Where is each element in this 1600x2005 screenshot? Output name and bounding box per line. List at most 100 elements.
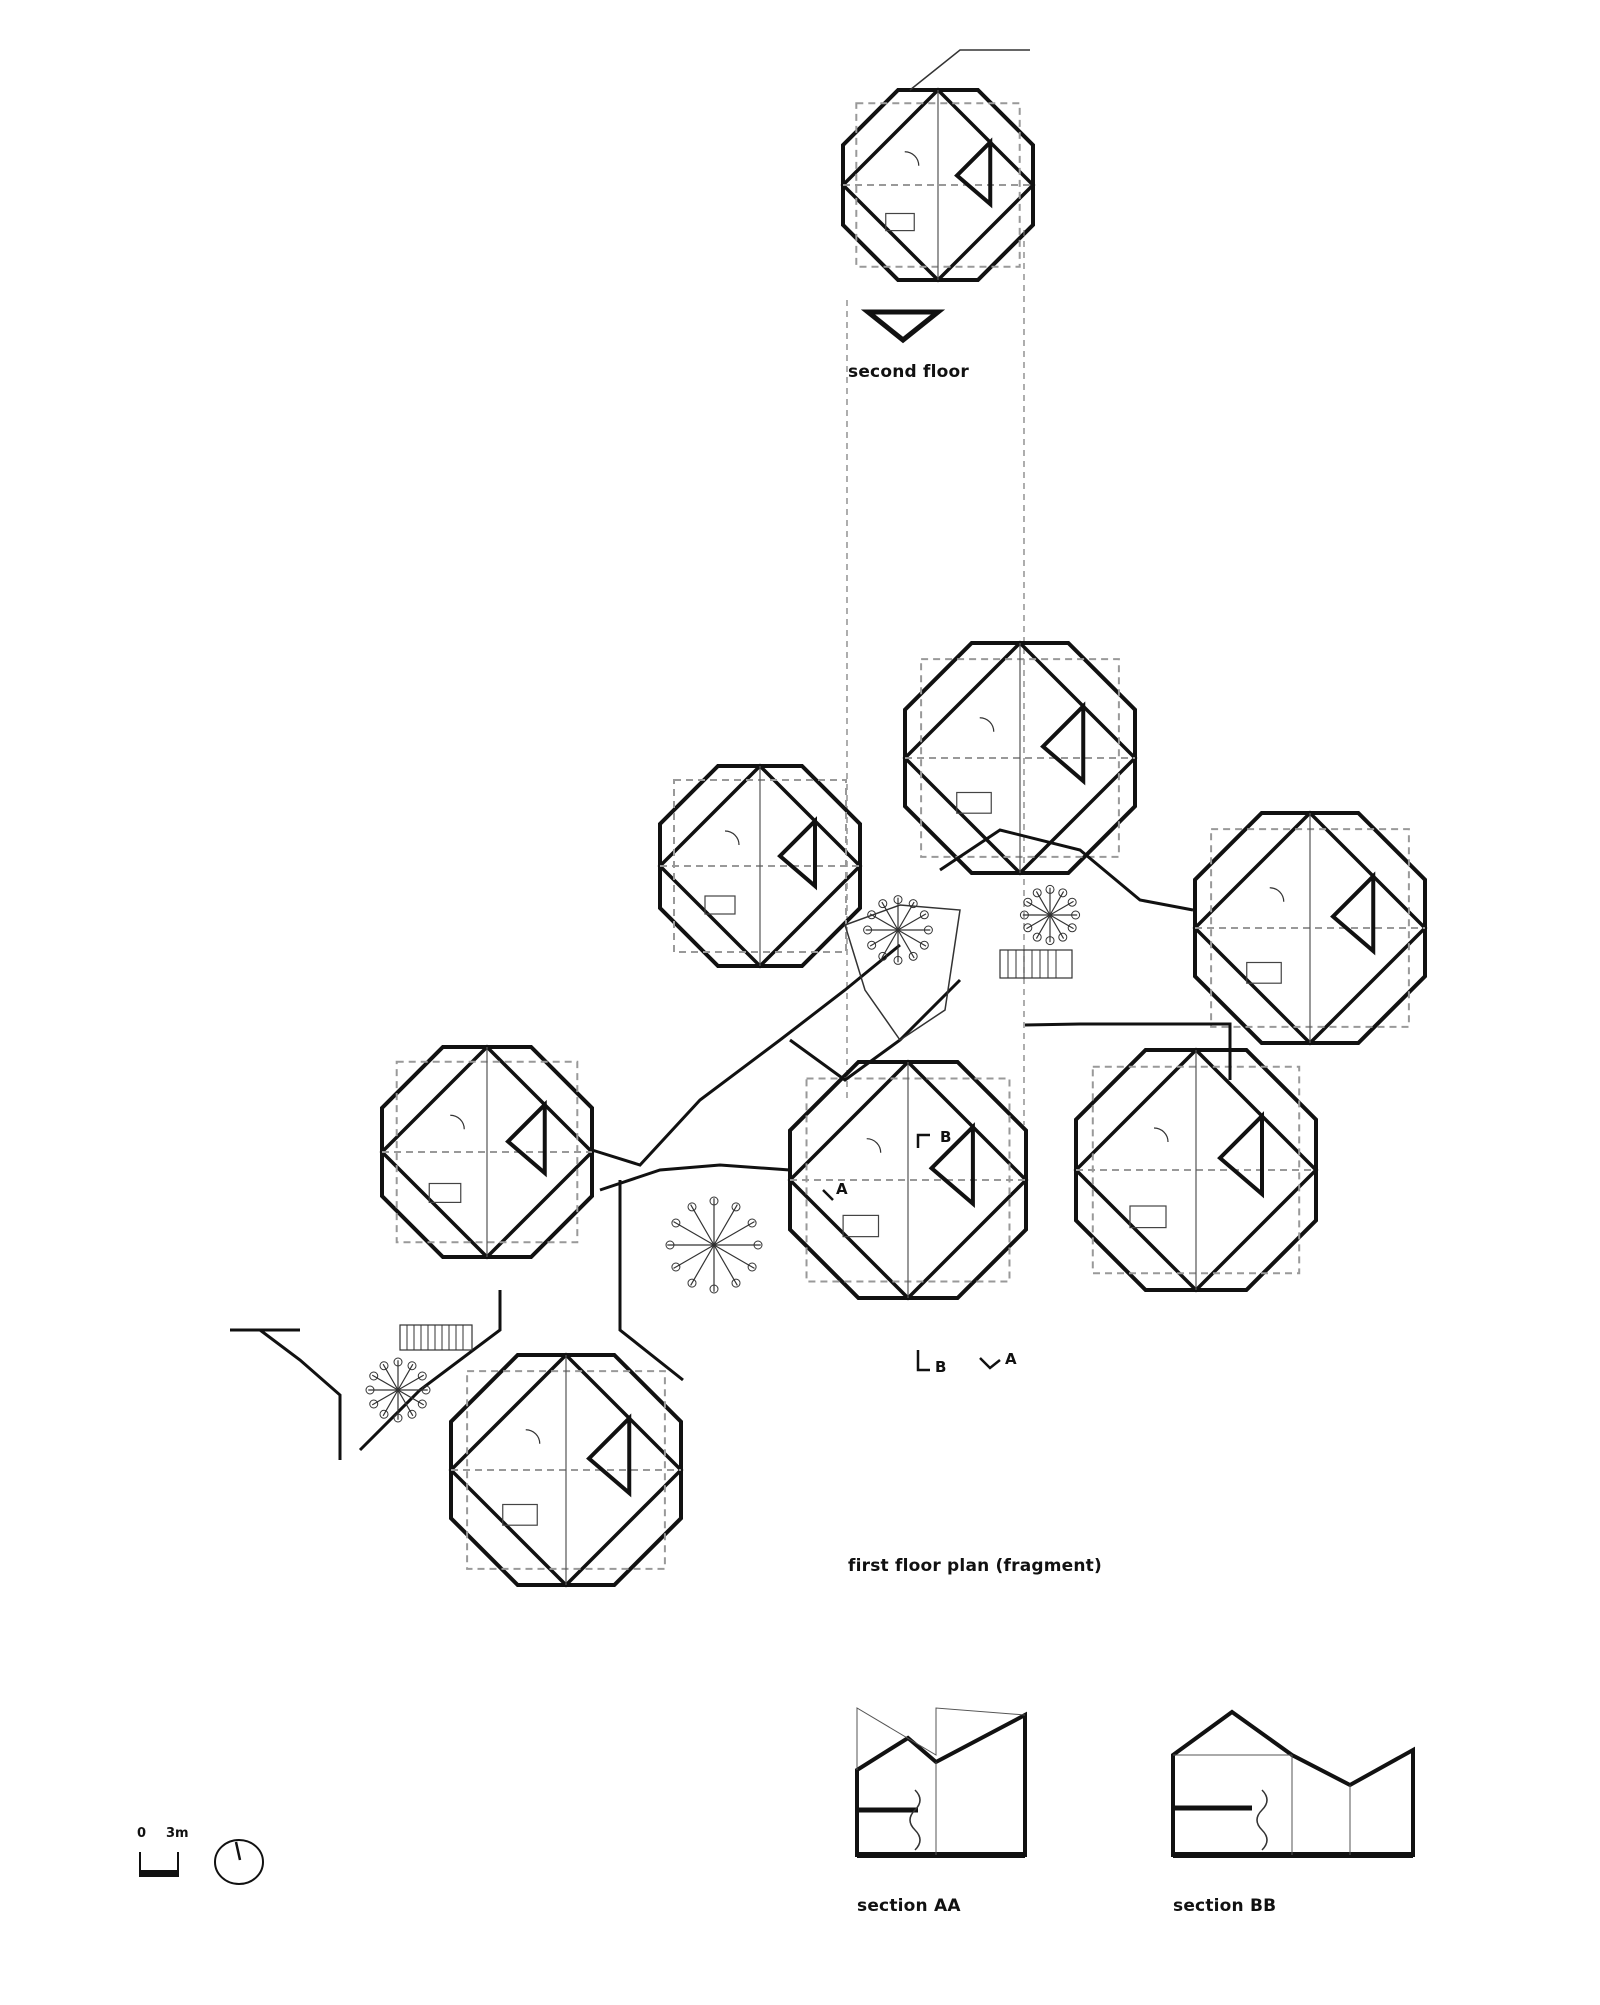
corridor-wall (358, 1290, 502, 1452)
stair-outline (399, 1324, 473, 1351)
tree-branch (713, 1204, 738, 1246)
bed-symbol (842, 1214, 880, 1238)
tree-leaf (417, 1399, 427, 1409)
closet-wall (777, 816, 817, 891)
tree-leaf (687, 1202, 697, 1212)
tree-leaf (393, 1413, 403, 1423)
tree-leaf (365, 1385, 375, 1395)
tree-leaf (747, 1262, 757, 1272)
second-floor-label: second floor (848, 362, 969, 382)
tree-leaf (919, 940, 929, 950)
door-swing (724, 830, 740, 846)
tree-branch (1049, 900, 1074, 916)
closet-wall (928, 1122, 975, 1208)
tree-leaf (417, 1371, 427, 1381)
tree-branch (897, 913, 927, 931)
tree-branch (397, 1374, 425, 1391)
tree-leaf (731, 1202, 741, 1212)
bed-symbol (428, 1182, 462, 1203)
closet-wall (505, 1099, 547, 1178)
tree-leaf (407, 1409, 417, 1419)
corridor-wall (789, 978, 962, 1082)
section-cut-b-top (916, 1133, 930, 1148)
tree-branch (713, 1244, 755, 1269)
door-swing (1153, 1127, 1169, 1143)
corridor-wall (939, 828, 1194, 912)
stair-void (860, 309, 946, 344)
roof-edge (909, 49, 1030, 91)
tree-branch (371, 1389, 399, 1406)
tree-branch (690, 1244, 715, 1286)
tree-branch (382, 1363, 399, 1391)
stairs (399, 949, 1073, 1351)
tree-leaf (1032, 888, 1042, 898)
octagon-wall (903, 641, 1137, 875)
door-swing (450, 1114, 465, 1130)
bed-symbol (1129, 1205, 1167, 1229)
tree-branch (897, 929, 927, 947)
tree-leaf (379, 1409, 389, 1419)
corridor-wall (599, 1163, 791, 1192)
scale-bar (139, 1852, 179, 1877)
section-cut-a-bottom (979, 1357, 1001, 1370)
tree-leaf (867, 940, 877, 950)
section-marker-b-top: B (940, 1128, 952, 1146)
tree-leaf (1058, 932, 1068, 942)
section-aa-roof-projection (856, 1707, 1026, 1770)
tree-leaf (908, 951, 918, 961)
closet-wall (954, 137, 993, 209)
tree-leaf (1023, 923, 1033, 933)
tree-leaf (1045, 884, 1055, 894)
tree-branch (1035, 914, 1051, 939)
first-floor-plan (230, 640, 1428, 1588)
tree-branch (1026, 900, 1051, 916)
tree-leaf (919, 910, 929, 920)
tree-branch (897, 929, 915, 959)
tree-branch (897, 901, 915, 931)
projection-lines (846, 230, 1025, 1125)
tree-leaf (893, 895, 903, 905)
scale-end-label: 3m (166, 1826, 189, 1841)
tree-branch (881, 929, 899, 959)
tree-leaf (1032, 932, 1042, 942)
section-bb-outline (1171, 1709, 1415, 1857)
section-aa-label: section AA (857, 1896, 961, 1916)
tree-branch (869, 929, 899, 947)
spiral-stair-icon (909, 1789, 921, 1851)
tree-leaf (1071, 910, 1081, 920)
bed-symbol (704, 895, 736, 915)
door-swing (1269, 887, 1285, 902)
tree-leaf (709, 1196, 719, 1206)
tree-leaf (379, 1361, 389, 1371)
tree-leaf (407, 1361, 417, 1371)
octagon-wall (449, 1353, 683, 1587)
section-marker-a-top: A (836, 1180, 848, 1198)
section-marker-b-bottom: B (935, 1358, 947, 1376)
octagon-wall (788, 1060, 1028, 1300)
tree-branch (713, 1221, 755, 1246)
tree-leaf (369, 1371, 379, 1381)
tree-icon (1019, 884, 1081, 946)
closet-wall (586, 1413, 632, 1498)
door-swing (904, 151, 920, 166)
tree-branch (1049, 891, 1065, 916)
tree-branch (1049, 914, 1074, 930)
section-bb-label: section BB (1173, 1896, 1277, 1916)
tree-icon-group (365, 884, 1081, 1423)
tree-leaf (1019, 910, 1029, 920)
tree-icon (365, 1357, 431, 1423)
octagon-wall (1193, 811, 1427, 1045)
scale-start-label: 0 (137, 1826, 147, 1841)
bed-symbol (956, 791, 992, 814)
tree-icon (665, 1196, 763, 1294)
tree-leaf (1045, 936, 1055, 946)
tree-leaf (747, 1218, 757, 1228)
tree-leaf (421, 1385, 431, 1395)
section-cut-b-bottom (916, 1350, 930, 1372)
tree-leaf (369, 1399, 379, 1409)
tree-leaf (1058, 888, 1068, 898)
tree-leaf (687, 1278, 697, 1288)
tree-branch (1049, 914, 1065, 939)
tree-leaf (753, 1240, 763, 1250)
